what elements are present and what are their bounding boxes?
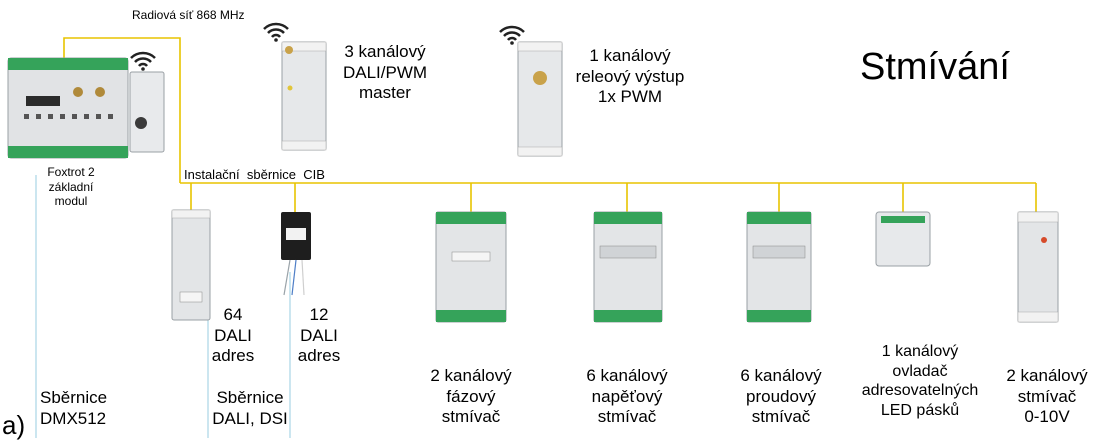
cib-bus-label: Instalační sběrnice CIB bbox=[184, 167, 325, 182]
current-dimmer-device bbox=[746, 211, 812, 323]
analog-dimmer-device bbox=[1017, 211, 1059, 323]
analog-dimmer-label: 2 kanálový stmívač 0-10V bbox=[1006, 366, 1088, 427]
page-title: Stmívání bbox=[860, 46, 1010, 88]
dali-64-device bbox=[171, 209, 211, 321]
bus-lines bbox=[63, 37, 1037, 212]
dali-pwm-master-label: 3 kanálový DALI/PWM master bbox=[342, 42, 428, 103]
relay-pwm-device bbox=[517, 41, 563, 157]
radio-link-line bbox=[63, 37, 181, 183]
wifi-icon bbox=[130, 51, 156, 71]
led-strip-controller-label: 1 kanálový ovladač adresovatelných LED p… bbox=[861, 343, 979, 419]
wifi-icon bbox=[263, 22, 289, 42]
dali-12-label: 12 DALI adres bbox=[297, 305, 341, 366]
phase-dimmer-label: 2 kanálový fázový stmívač bbox=[430, 366, 512, 427]
relay-pwm-label: 1 kanálový releový výstup 1x PWM bbox=[575, 46, 685, 107]
voltage-dimmer-label: 6 kanálový napěťový stmívač bbox=[586, 366, 668, 427]
led-strip-controller-device bbox=[875, 211, 931, 267]
wifi-icon bbox=[499, 25, 525, 45]
dali-dsi-bus-label: Sběrnice DALI, DSI bbox=[212, 388, 288, 428]
radio-network-label: Radiová síť 868 MHz bbox=[132, 8, 245, 22]
figure-tag: a) bbox=[2, 410, 26, 440]
dmx512-bus-label: Sběrnice DMX512 bbox=[40, 388, 108, 428]
voltage-dimmer-device bbox=[593, 211, 663, 323]
dali-64-label: 64 DALI adres bbox=[211, 305, 255, 366]
signal-lines bbox=[35, 175, 291, 438]
phase-dimmer-device bbox=[435, 211, 507, 323]
dali-pwm-master-device bbox=[281, 41, 327, 151]
base-module-label: Foxtrot 2 základní modul bbox=[47, 165, 95, 209]
foxtrot-base-module bbox=[7, 57, 165, 159]
dali-12-device bbox=[281, 212, 311, 296]
current-dimmer-label: 6 kanálový proudový stmívač bbox=[740, 366, 822, 427]
